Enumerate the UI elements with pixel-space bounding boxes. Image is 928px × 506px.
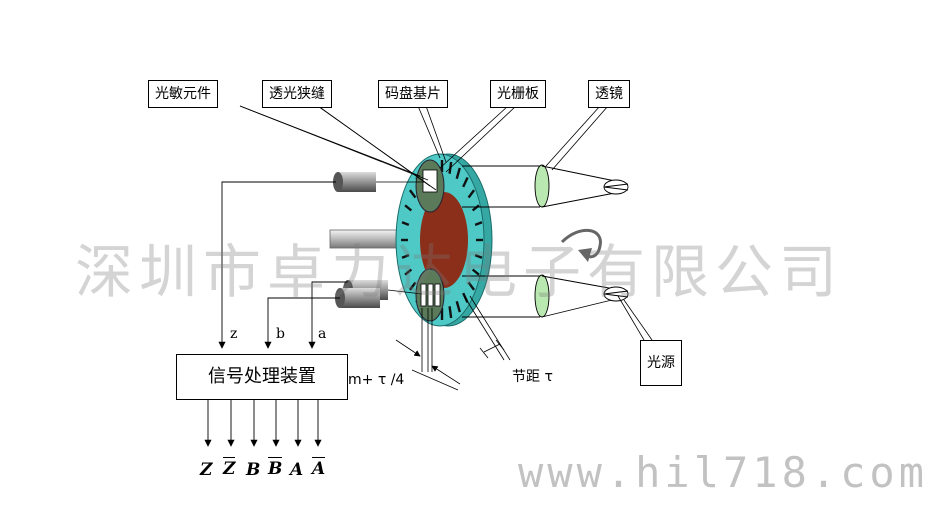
input-a-label: a [318,326,327,342]
pitch-label: 节距 τ [512,369,553,385]
disc-slot [401,254,410,259]
optics-bottom [462,274,629,318]
disc-slot [404,204,413,212]
output-z-bar: Z [223,457,236,479]
disc-slot [448,306,453,319]
disc-slot [474,254,483,259]
disc-slot [408,189,417,199]
output-a: A [290,460,304,480]
encoder-diagram [204,105,653,447]
input-z-label: z [230,326,238,342]
offset-label: m+ τ /4 [348,372,405,388]
callout-code-disc: 码盘基片 [378,80,448,108]
disc-slot [467,189,476,199]
output-arrows [204,398,322,447]
disc-slot [471,204,480,212]
photo-element-bottom [335,280,423,308]
disc-slot [455,300,461,313]
output-b: B [246,460,261,480]
disc-slot [408,281,417,291]
callout-grating: 光栅板 [490,80,546,108]
callout-photo-element: 光敏元件 [148,80,218,108]
callout-light-source: 光源 [640,340,682,386]
disc-slot [462,176,469,188]
diagram-drawing [204,105,653,447]
callout-lens: 透镜 [588,80,630,108]
output-z: Z [200,460,213,480]
disc-slot [467,281,476,291]
disc-slot [474,221,483,226]
input-b-label: b [276,326,285,342]
disc-slot [471,268,480,276]
disc-slot [404,268,413,276]
optics-top [462,164,629,208]
offset-dimension [395,308,461,391]
callout-slit: 透光狭缝 [262,80,332,108]
output-b-bar: B [268,457,283,479]
leader-lines [239,105,653,361]
signal-processor-box: 信号处理装置 [176,354,348,400]
photo-element-top [333,172,425,192]
signal-wires [218,181,348,349]
output-a-bar: A [312,457,326,479]
disc-slot [455,167,461,180]
watermark-company: 深圳市卓力达电子有限公司 [75,238,844,306]
pitch-dimension [479,339,505,359]
disc-slot [401,221,410,226]
watermark-url: www.hil718.com [518,448,928,497]
